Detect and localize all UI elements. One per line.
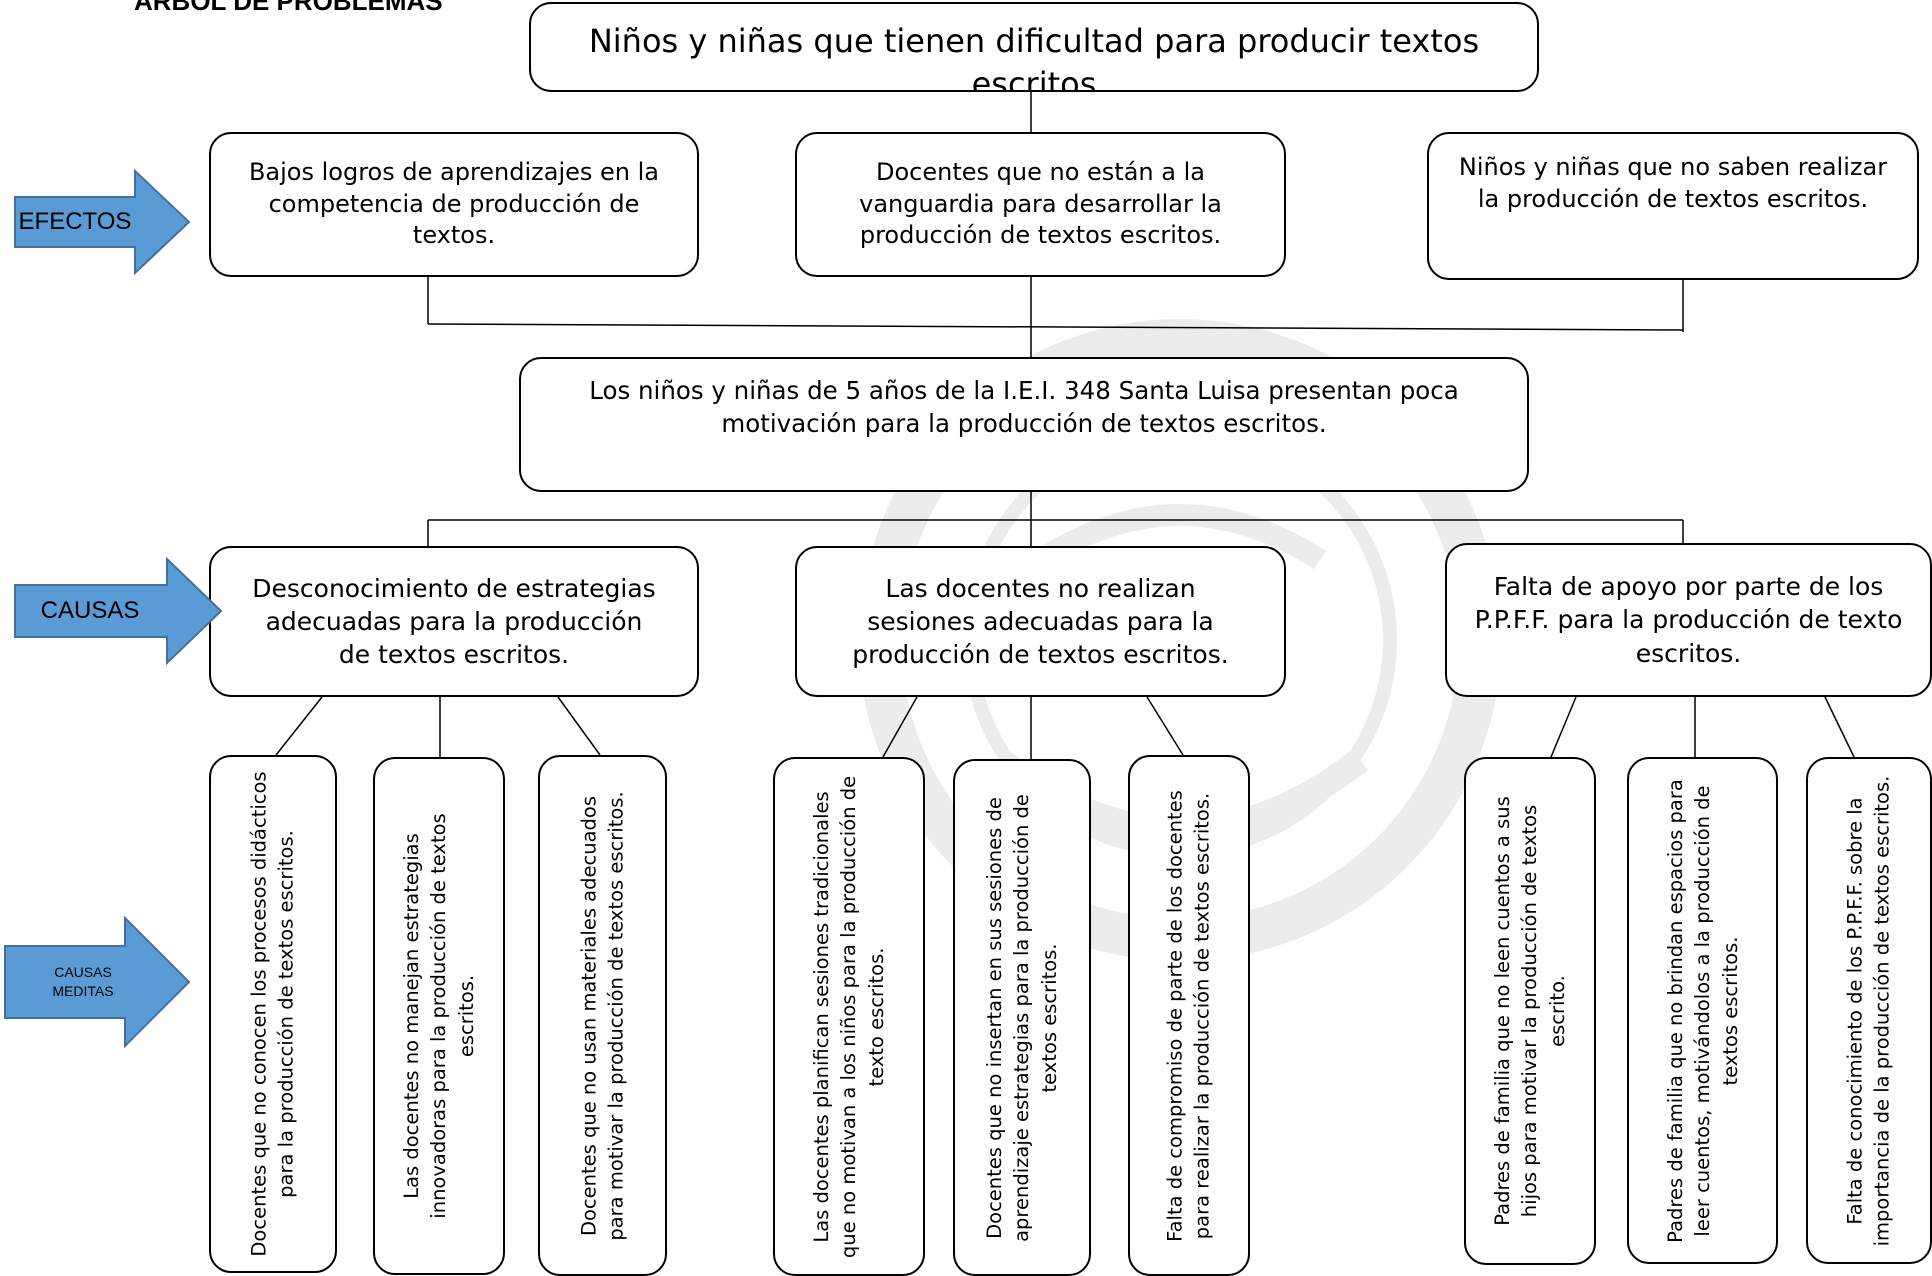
- subcause-box-1-3: Docentes que no usan materiales adecuado…: [538, 755, 667, 1276]
- subcause-text-3-1: Padres de familia que no leen cuentos a …: [1491, 796, 1569, 1226]
- subcause-text-1-3: Docentes que no usan materiales adecuado…: [577, 790, 628, 1241]
- subcause-text-1-2: Las docentes no manejan estrategias inno…: [400, 813, 478, 1219]
- subcause-text-1-1: Docentes que no conocen los procesos did…: [247, 771, 298, 1257]
- causas-mediatas-arrow-icon: [4, 916, 191, 1048]
- subcause-text-2-1: Las docentes planifican sesiones tradici…: [810, 775, 888, 1258]
- effect-text-1: Bajos logros de aprendizajes en la compe…: [248, 157, 660, 250]
- subcause-box-3-3: Falta de conocimiento de los P.P.F.F. so…: [1806, 757, 1932, 1264]
- subcause-box-2-3: Falta de compromiso de parte de los doce…: [1128, 755, 1250, 1276]
- effect-box-3: Niños y niñas que no saben realizar la p…: [1427, 132, 1919, 280]
- subcause-box-2-1: Las docentes planifican sesiones tradici…: [773, 757, 925, 1276]
- cause-text-1: Desconocimiento de estrategias adecuadas…: [252, 573, 656, 670]
- cause-text-2: Las docentes no realizan sesiones adecua…: [852, 573, 1229, 670]
- causas-mediatas-line1: CAUSAS: [54, 964, 112, 981]
- top-effect-text: Niños y niñas que tienen dificultad para…: [588, 22, 1480, 92]
- cause-box-1: Desconocimiento de estrategias adecuadas…: [209, 546, 699, 697]
- subcause-text-3-3: Falta de conocimiento de los P.P.F.F. so…: [1843, 775, 1894, 1246]
- subcause-box-2-2: Docentes que no insertan en sus sesiones…: [953, 759, 1091, 1276]
- efectos-arrow-icon: [14, 169, 191, 275]
- cause-box-2: Las docentes no realizan sesiones adecua…: [795, 546, 1286, 697]
- subcause-box-1-1: Docentes que no conocen los procesos did…: [209, 755, 337, 1273]
- subcause-box-3-1: Padres de familia que no leen cuentos a …: [1464, 757, 1596, 1265]
- effect-box-1: Bajos logros de aprendizajes en la compe…: [209, 132, 699, 277]
- causas-label: CAUSAS: [40, 597, 140, 624]
- cause-text-3: Falta de apoyo por parte de los P.P.F.F.…: [1474, 572, 1903, 668]
- effect-text-2: Docentes que no están a la vanguardia pa…: [859, 157, 1222, 250]
- effect-box-2: Docentes que no están a la vanguardia pa…: [795, 132, 1286, 277]
- subcause-box-1-2: Las docentes no manejan estrategias inno…: [373, 757, 505, 1275]
- effect-text-3: Niños y niñas que no saben realizar la p…: [1458, 153, 1888, 213]
- page-heading: ÁRBOL DE PROBLEMAS: [134, 0, 443, 16]
- cause-box-3: Falta de apoyo por parte de los P.P.F.F.…: [1445, 543, 1932, 697]
- subcause-text-2-2: Docentes que no insertan en sus sesiones…: [983, 793, 1061, 1242]
- causas-mediatas-label: CAUSAS MEDITAS: [3, 946, 163, 1018]
- central-problem-box: Los niños y niñas de 5 años de la I.E.I.…: [519, 357, 1529, 492]
- efectos-label: EFECTOS: [18, 208, 132, 235]
- subcause-text-2-3: Falta de compromiso de parte de los doce…: [1163, 789, 1214, 1242]
- subcause-text-3-2: Padres de familia que no brindan espacio…: [1663, 778, 1742, 1243]
- top-effect-box: Niños y niñas que tienen dificultad para…: [529, 2, 1539, 92]
- central-problem-text: Los niños y niñas de 5 años de la I.E.I.…: [589, 376, 1459, 438]
- causas-arrow-icon: [14, 557, 223, 665]
- causas-mediatas-line2: MEDITAS: [52, 983, 114, 999]
- subcause-box-3-2: Padres de familia que no brindan espacio…: [1627, 757, 1778, 1264]
